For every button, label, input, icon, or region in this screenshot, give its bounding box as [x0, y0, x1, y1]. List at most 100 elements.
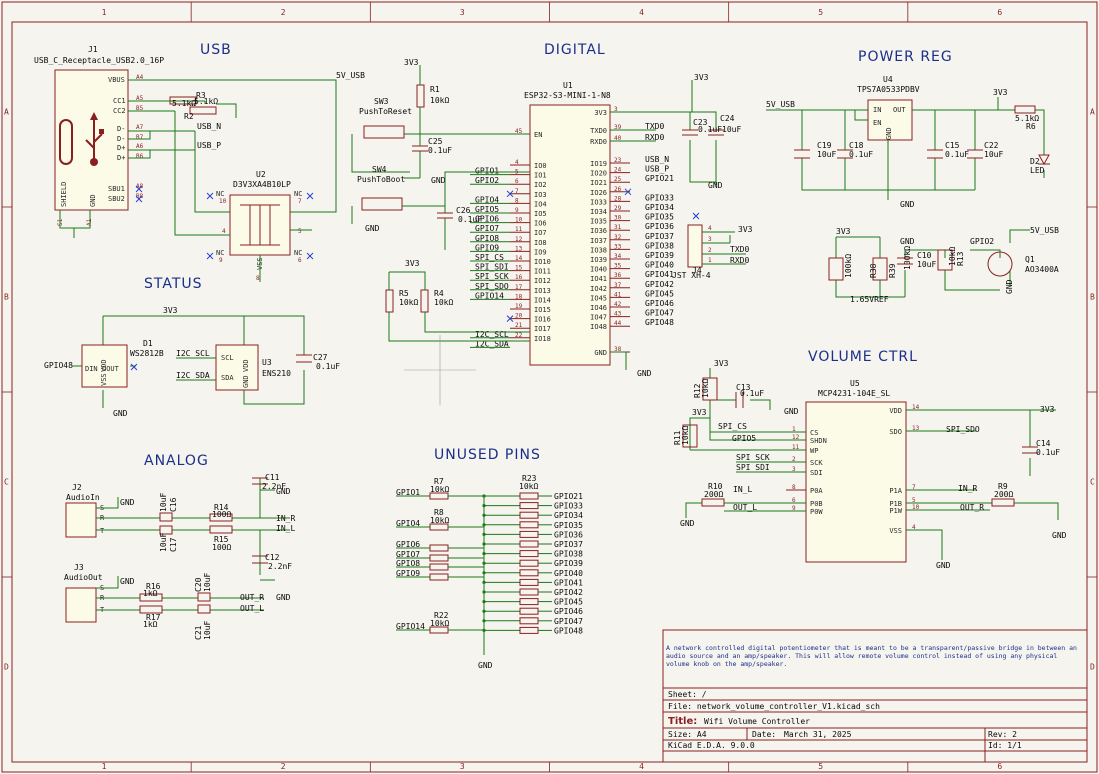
u1-num-14: 14	[515, 255, 523, 262]
r1-value: 10kΩ	[430, 96, 449, 105]
unused-rnet-gpio39: GPIO39	[554, 559, 583, 568]
tb-date: March 31, 2025	[784, 730, 852, 739]
u5-ref: U5	[850, 379, 860, 388]
c18-ref: C18	[849, 141, 864, 150]
u1-pin-io2: IO2	[534, 181, 547, 189]
usb-symbol-icon	[85, 112, 104, 166]
j2-pin-t: T	[100, 527, 105, 535]
r3-ref: R3	[196, 91, 206, 100]
u5-pin-shdn: SHDN	[810, 437, 827, 445]
unused-rnet-gpio46: GPIO46	[554, 607, 583, 616]
unused-left-resistors: GPIO1R710kΩGPIO4R810kΩGPIO6GPIO7GPIO8GPI…	[396, 477, 484, 634]
u5-num-1: 1	[792, 426, 796, 433]
u4-ref: U4	[883, 75, 893, 84]
u1-pin-io12: IO12	[534, 277, 551, 285]
unused-net-gpio14: GPIO14	[396, 622, 425, 631]
d1-pin-vdd: VDD	[100, 359, 108, 372]
u1-num-8: 8	[515, 197, 519, 204]
c14-value: 0.1uF	[1036, 448, 1060, 457]
u1-num-33: 33	[614, 243, 622, 250]
u1-pin-io13: IO13	[534, 287, 551, 295]
u1-value: ESP32-S3-MINI-1-N8	[524, 91, 611, 100]
tb-id: Id: 1/1	[988, 741, 1022, 750]
r12-value: 10kΩ	[701, 379, 710, 398]
u1-net-spi_sck: SPI_SCK	[475, 272, 509, 281]
u1-rnet-gpio40: GPIO40	[645, 261, 674, 270]
grid-col-top-3: 3	[460, 8, 465, 17]
u1-pin-io47: IO47	[590, 314, 607, 322]
j1-num-b6: B6	[136, 153, 144, 160]
tb-size: Size: A4	[668, 730, 707, 739]
net-i2c-scl-u3: I2C_SCL	[176, 349, 210, 358]
u1-pin-io7: IO7	[534, 229, 547, 237]
reg-3v3-label: 3V3	[993, 88, 1008, 97]
unused-rnet-gpio33: GPIO33	[554, 502, 583, 511]
u1-rnet-gpio34: GPIO34	[645, 203, 674, 212]
r5-value: 10kΩ	[399, 298, 418, 307]
j1-num-a8: A8	[136, 183, 144, 190]
c11-gnd-label: GND	[276, 487, 291, 496]
reg-gnd-label: GND	[900, 200, 915, 209]
net-out-r-u5: OUT_R	[960, 503, 984, 512]
j2-value: AudioIn	[66, 493, 100, 502]
u1-pin-io19: IO19	[590, 160, 607, 168]
r9-value: 200Ω	[994, 490, 1013, 499]
unused-rnet-gpio38: GPIO38	[554, 550, 583, 559]
sw4-ref: SW4	[372, 165, 387, 174]
net-spi-sck-u5: SPI_SCK	[736, 453, 770, 462]
u1-net-i2c_scl: I2C_SCL	[475, 330, 509, 339]
grid-col-top-5: 5	[818, 8, 823, 17]
u1-rnet-gpio21: GPIO21	[645, 174, 674, 183]
grid-col-bottom-4: 4	[639, 762, 644, 771]
net-out-r-analog: OUT_R	[240, 593, 264, 602]
u4-pin-out: OUT	[893, 106, 906, 114]
grid-col-top-6: 6	[997, 8, 1002, 17]
u1-num-21: 21	[515, 322, 523, 329]
unused-rnet-gpio34: GPIO34	[554, 511, 583, 520]
u5-value: MCP4231-104E_SL	[818, 389, 890, 398]
unused-val-r7: 10kΩ	[430, 485, 449, 494]
c27-ref: C27	[313, 353, 328, 362]
u2-pin-nc-1: NC	[216, 190, 224, 198]
u1-net-gpio8: GPIO8	[475, 234, 499, 243]
r9-gnd-label: GND	[1052, 531, 1067, 540]
u1-num-6: 6	[515, 178, 519, 185]
u5-pin-vdd: VDD	[889, 407, 902, 415]
r15-ref: R15	[214, 535, 229, 544]
u1-pin-io3: IO3	[534, 191, 547, 199]
unused-rnet-gpio21: GPIO21	[554, 492, 583, 501]
u1-pin-txd0: TXD0	[590, 127, 607, 135]
sw4-gnd-label: GND	[365, 224, 380, 233]
j1-pin-cc2: CC2	[113, 107, 126, 115]
sw4-body	[361, 197, 403, 211]
u1-pin-io11: IO11	[534, 268, 551, 276]
unused-ref-r22: R22	[434, 611, 449, 620]
r6-value: 5.1kΩ	[1015, 114, 1039, 123]
u1-num-25: 25	[614, 176, 622, 183]
u5-num-10: 10	[912, 504, 920, 511]
u5-pin-p0a: P0A	[810, 487, 823, 495]
u1-net-gpio4: GPIO4	[475, 195, 499, 204]
j4-body	[687, 224, 703, 268]
u1-num-34: 34	[614, 253, 622, 260]
description-text: A network controlled digital potentiomet…	[666, 644, 1077, 668]
j4-num-4: 4	[708, 225, 712, 232]
section-analog: ANALOG	[144, 453, 209, 469]
j3-gnd-label: GND	[120, 577, 135, 586]
u1-rnet-txd0: TXD0	[645, 122, 664, 131]
j1-pin-gnd: GND	[89, 194, 97, 207]
u1-pin-io46: IO46	[590, 304, 607, 312]
grid-col-bottom-3: 3	[460, 762, 465, 771]
r23-ref: R23	[522, 474, 537, 483]
c17-ref: C17	[169, 537, 178, 552]
net-gpio5-u5: GPIO5	[732, 434, 756, 443]
u1-pin-io37: IO37	[590, 237, 607, 245]
u2-num-10: 10	[219, 198, 227, 205]
u2-value: D3V3XA4B10LP	[233, 180, 291, 189]
r3-value: 5.1kΩ	[194, 97, 218, 106]
u1-pin-io38: IO38	[590, 246, 607, 254]
u5-num-9: 9	[792, 505, 796, 512]
j1-value: USB_C_Receptacle_USB2.0_16P	[34, 56, 164, 65]
j1-pin-sbu2: SBU2	[108, 195, 125, 203]
